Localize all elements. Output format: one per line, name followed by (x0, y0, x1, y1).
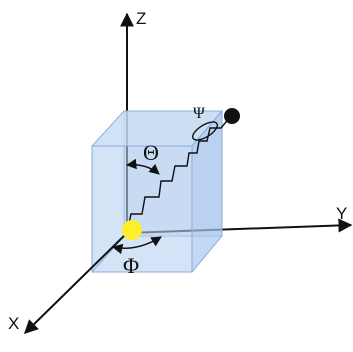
phi-label: Φ (123, 253, 139, 278)
psi-rotation-ellipse (192, 121, 218, 141)
y-axis-label: Y (336, 204, 347, 223)
phi-arc (111, 236, 162, 255)
theta-arc (125, 158, 160, 175)
x-axis-label: X (8, 314, 19, 333)
theta-label: Θ (143, 140, 159, 165)
origin-point (122, 220, 142, 240)
end-point (224, 108, 240, 124)
z-axis-label: Z (136, 9, 146, 28)
polymer-chain (126, 115, 232, 234)
x-axis (24, 232, 128, 334)
psi-label: Ψ (193, 105, 205, 122)
